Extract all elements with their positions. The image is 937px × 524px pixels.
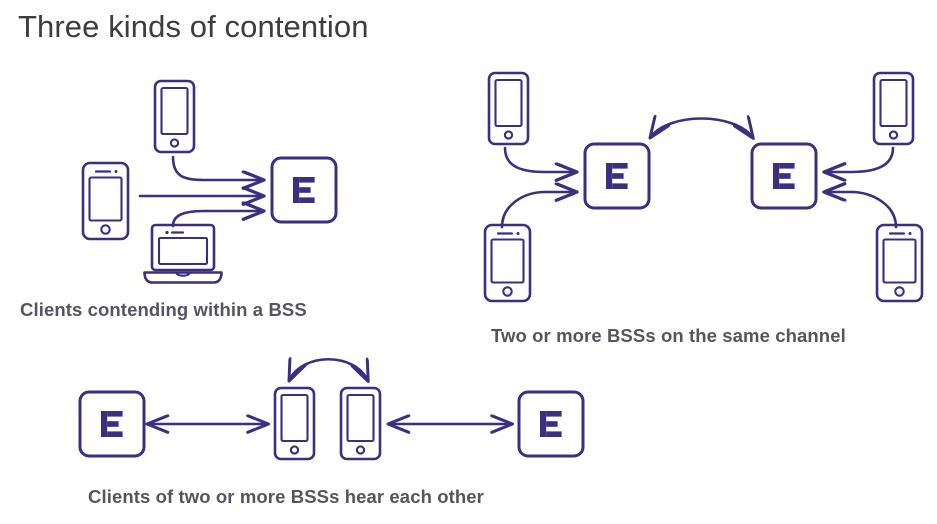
phone-right-upper <box>872 71 915 146</box>
caption-clients-hear-each-other: Clients of two or more BSSs hear each ot… <box>88 486 484 507</box>
caption-two-bss-same-channel: Two or more BSSs on the same channel <box>491 325 846 346</box>
page-title: Three kinds of contention <box>18 9 369 44</box>
phone-top <box>153 79 196 154</box>
laptop-bottom <box>143 223 223 284</box>
phone-left-upper <box>487 71 530 146</box>
arrow-phone-top-to-ap <box>171 155 263 180</box>
arrow-phone-right-upper-to-ap <box>825 146 895 172</box>
diagram-clients-within-bss <box>81 79 336 284</box>
phone-center-right <box>339 386 382 461</box>
phone-right-lower <box>875 223 924 303</box>
arrow-ap-left-to-ap-right <box>650 119 753 139</box>
arrow-phone-to-phone <box>289 359 368 381</box>
access-point-left <box>585 144 649 208</box>
access-point-right <box>752 144 816 208</box>
access-point-right <box>519 392 583 456</box>
access-point <box>272 158 336 222</box>
access-point-left <box>80 392 144 456</box>
phone-left <box>81 161 130 241</box>
phone-center-left <box>273 386 316 461</box>
arrow-phone-left-lower-to-ap <box>500 192 576 229</box>
diagram-clients-hear-each-other <box>80 359 583 461</box>
arrow-phone-right-lower-to-ap <box>825 192 898 229</box>
phone-left-lower <box>483 223 532 303</box>
arrow-phone-left-upper-to-ap <box>503 146 576 172</box>
caption-clients-within-bss: Clients contending within a BSS <box>20 299 307 320</box>
diagram-two-bss-same-channel <box>483 71 924 303</box>
arrow-laptop-to-ap <box>171 211 263 228</box>
